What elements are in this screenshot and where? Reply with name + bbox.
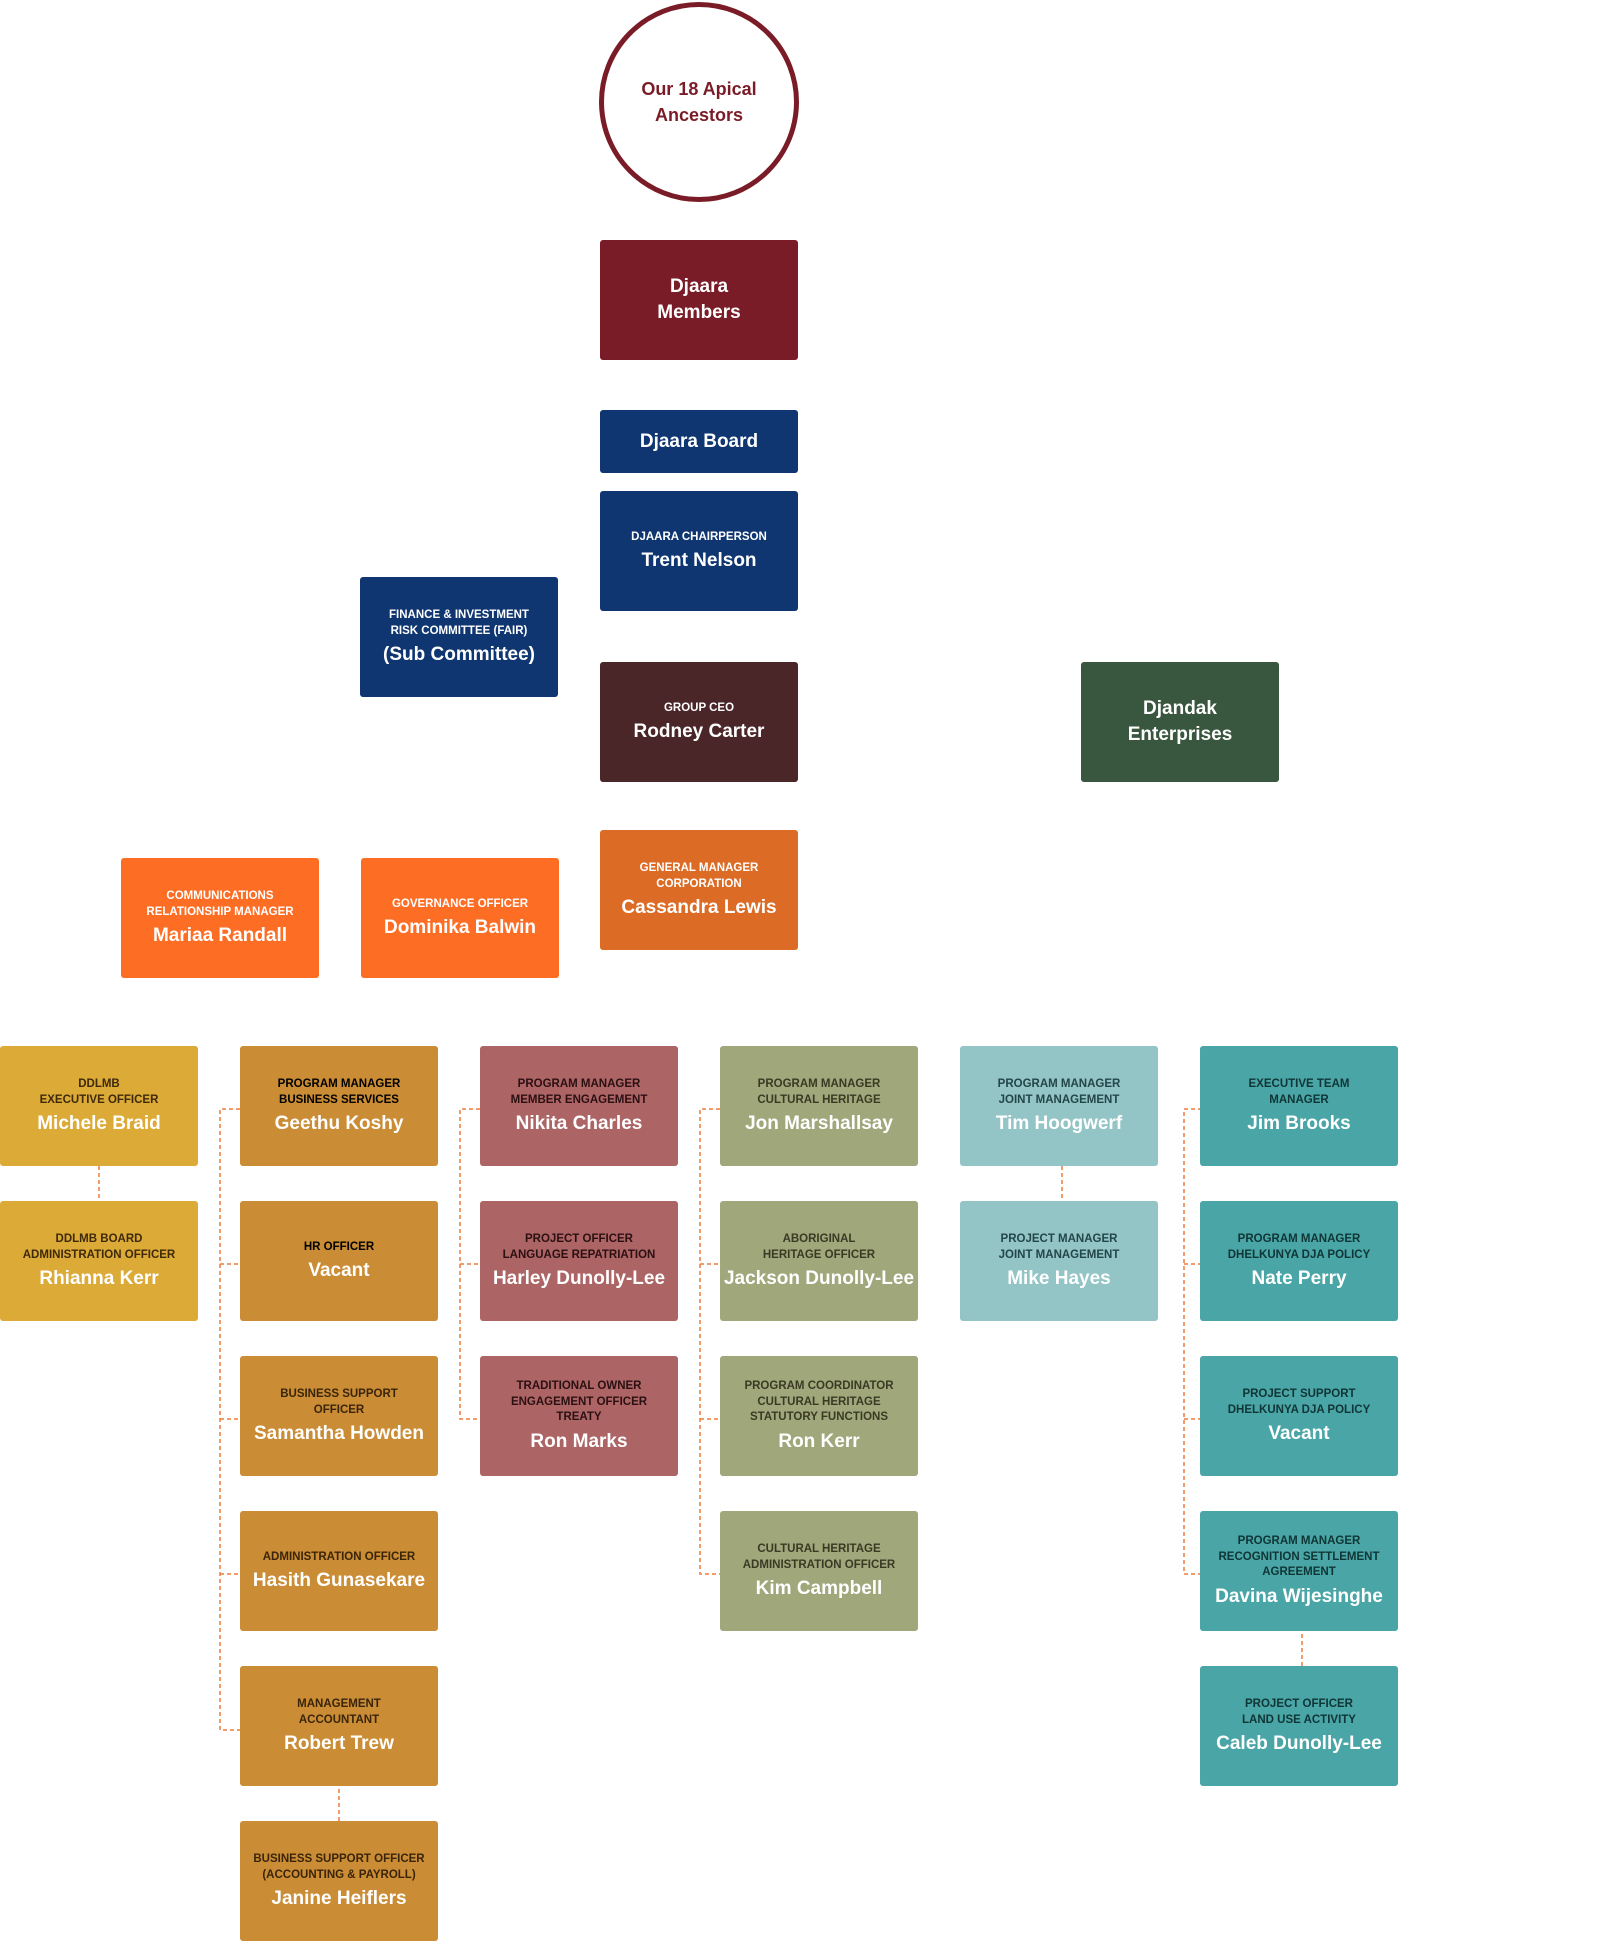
- role-title: PROGRAM MANAGER RECOGNITION SETTLEMENT A…: [1218, 1535, 1380, 1579]
- col4-node: PROGRAM MANAGER CULTURAL HERITAGE Jon Ma…: [720, 1046, 918, 1166]
- col2-node: MANAGEMENT ACCOUNTANT Robert Trew: [240, 1666, 438, 1786]
- person-name: Jackson Dunolly-Lee: [723, 1268, 915, 1289]
- role-title: BUSINESS SUPPORT OFFICER (ACCOUNTING & P…: [253, 1853, 425, 1881]
- person-name: Vacant: [308, 1260, 370, 1282]
- col2-node: ADMINISTRATION OFFICER Hasith Gunasekare: [240, 1511, 438, 1631]
- person-name: Hasith Gunasekare: [252, 1570, 426, 1592]
- person-name: Dominika Balwin: [383, 917, 537, 939]
- person-name: Robert Trew: [284, 1733, 394, 1754]
- col6-node: PROGRAM MANAGER RECOGNITION SETTLEMENT A…: [1200, 1511, 1398, 1631]
- col4-node: CULTURAL HERITAGE ADMINISTRATION OFFICER…: [720, 1511, 918, 1631]
- fair-committee-node: FINANCE & INVESTMENT RISK COMMITTEE (FAI…: [360, 577, 558, 697]
- col5-node: PROJECT MANAGER JOINT MANAGEMENT Mike Ha…: [960, 1201, 1158, 1321]
- person-name: Jon Marshallsay: [745, 1113, 893, 1134]
- person-name: Caleb Dunolly-Lee: [1216, 1733, 1382, 1754]
- role-title: DDLMB BOARD ADMINISTRATION OFFICER: [22, 1233, 176, 1261]
- role-title: FINANCE & INVESTMENT RISK COMMITTEE (FAI…: [389, 609, 529, 637]
- role-title: CULTURAL HERITAGE ADMINISTRATION OFFICER: [742, 1543, 896, 1571]
- role-title: GROUP CEO: [663, 701, 735, 714]
- role-title: MANAGEMENT ACCOUNTANT: [297, 1698, 381, 1726]
- role-title: PROGRAM MANAGER BUSINESS SERVICES: [277, 1078, 401, 1106]
- djaara-board-label: Djaara Board: [639, 430, 759, 452]
- role-title: PROJECT OFFICER LAND USE ACTIVITY: [1242, 1698, 1356, 1726]
- general-manager-node: GENERAL MANAGER CORPORATION Cassandra Le…: [600, 830, 798, 950]
- role-title: PROGRAM MANAGER JOINT MANAGEMENT: [997, 1078, 1121, 1106]
- communications-manager-node: COMMUNICATIONS RELATIONSHIP MANAGER Mari…: [121, 858, 319, 978]
- person-name: Jim Brooks: [1247, 1113, 1351, 1134]
- col6-node: PROJECT OFFICER LAND USE ACTIVITY Caleb …: [1200, 1666, 1398, 1786]
- apical-ancestors-label: Our 18 Apical Ancestors: [641, 79, 757, 125]
- col1-node: DDLMB BOARD ADMINISTRATION OFFICER Rhian…: [0, 1201, 198, 1321]
- person-name: Geethu Koshy: [274, 1113, 404, 1134]
- person-name: Michele Braid: [37, 1113, 161, 1134]
- role-title: COMMUNICATIONS RELATIONSHIP MANAGER: [146, 890, 294, 918]
- person-name: Ron Kerr: [778, 1430, 860, 1452]
- role-title: TRADITIONAL OWNER ENGAGEMENT OFFICER TRE…: [510, 1380, 648, 1424]
- role-title: GENERAL MANAGER CORPORATION: [639, 862, 759, 890]
- role-title: PROJECT SUPPORT DHELKUNYA DJA POLICY: [1227, 1388, 1371, 1416]
- person-name: Ron Marks: [530, 1430, 628, 1452]
- connector-col6: [1183, 1108, 1303, 1671]
- col4-node: PROGRAM COORDINATOR CULTURAL HERITAGE ST…: [720, 1356, 918, 1476]
- role-title: PROGRAM COORDINATOR CULTURAL HERITAGE ST…: [744, 1380, 894, 1424]
- col3-node: PROGRAM MANAGER MEMBER ENGAGEMENT Nikita…: [480, 1046, 678, 1166]
- person-name: Tim Hoogwerf: [995, 1113, 1123, 1134]
- role-title: GOVERNANCE OFFICER: [391, 897, 529, 910]
- col1-node: DDLMB EXECUTIVE OFFICER Michele Braid: [0, 1046, 198, 1166]
- governance-officer-node: GOVERNANCE OFFICER Dominika Balwin: [361, 858, 559, 978]
- role-title: ADMINISTRATION OFFICER: [262, 1550, 416, 1563]
- role-title: PROGRAM MANAGER MEMBER ENGAGEMENT: [510, 1078, 648, 1106]
- person-name: Vacant: [1268, 1423, 1330, 1444]
- role-title: EXECUTIVE TEAM MANAGER: [1248, 1078, 1350, 1106]
- person-name: Cassandra Lewis: [621, 897, 777, 918]
- col6-node: EXECUTIVE TEAM MANAGER Jim Brooks: [1200, 1046, 1398, 1166]
- person-name: Nikita Charles: [515, 1113, 643, 1134]
- djaara-board-node: Djaara Board: [600, 410, 798, 473]
- role-title: PROJECT MANAGER JOINT MANAGEMENT: [998, 1233, 1120, 1261]
- person-name: Harley Dunolly-Lee: [492, 1268, 666, 1289]
- role-title: HR OFFICER: [303, 1240, 375, 1253]
- col4-node: ABORIGINAL HERITAGE OFFICER Jackson Duno…: [720, 1201, 918, 1321]
- person-name: Rhianna Kerr: [39, 1268, 159, 1289]
- role-title: ABORIGINAL HERITAGE OFFICER: [762, 1233, 876, 1261]
- person-name: Trent Nelson: [641, 550, 757, 572]
- person-name: Janine Heiflers: [271, 1888, 407, 1909]
- col3-node: TRADITIONAL OWNER ENGAGEMENT OFFICER TRE…: [480, 1356, 678, 1476]
- connector-col3: [459, 1108, 480, 1420]
- col6-node: PROJECT SUPPORT DHELKUNYA DJA POLICY Vac…: [1200, 1356, 1398, 1476]
- connector-col2: [219, 1108, 340, 1826]
- role-title: PROGRAM MANAGER CULTURAL HERITAGE: [757, 1078, 881, 1106]
- djaara-members-node: Djaara Members: [600, 240, 798, 360]
- col2-node: BUSINESS SUPPORT OFFICER (ACCOUNTING & P…: [240, 1821, 438, 1941]
- group-ceo-node: GROUP CEO Rodney Carter: [600, 662, 798, 782]
- role-title: DDLMB EXECUTIVE OFFICER: [39, 1078, 159, 1106]
- person-name: (Sub Committee): [383, 644, 535, 665]
- chairperson-node: DJAARA CHAIRPERSON Trent Nelson: [600, 491, 798, 611]
- role-title: PROJECT OFFICER LANGUAGE REPATRIATION: [502, 1233, 656, 1261]
- col3-node: PROJECT OFFICER LANGUAGE REPATRIATION Ha…: [480, 1201, 678, 1321]
- col2-node: HR OFFICER Vacant: [240, 1201, 438, 1321]
- connector-col4: [699, 1108, 720, 1575]
- person-name: Kim Campbell: [755, 1578, 883, 1599]
- col5-node: PROGRAM MANAGER JOINT MANAGEMENT Tim Hoo…: [960, 1046, 1158, 1166]
- person-name: Davina Wijesinghe: [1215, 1585, 1383, 1607]
- djandak-enterprises-label: Djandak Enterprises: [1127, 698, 1233, 745]
- person-name: Mike Hayes: [1007, 1268, 1111, 1289]
- col2-node: BUSINESS SUPPORT OFFICER Samantha Howden: [240, 1356, 438, 1476]
- col2-node: PROGRAM MANAGER BUSINESS SERVICES Geethu…: [240, 1046, 438, 1166]
- role-title: BUSINESS SUPPORT OFFICER: [280, 1388, 398, 1416]
- person-name: Samantha Howden: [254, 1423, 424, 1444]
- person-name: Mariaa Randall: [152, 925, 288, 946]
- role-title: DJAARA CHAIRPERSON: [631, 530, 767, 543]
- djaara-members-label: Djaara Members: [657, 276, 741, 323]
- person-name: Rodney Carter: [633, 721, 765, 743]
- person-name: Nate Perry: [1251, 1268, 1347, 1289]
- col6-node: PROGRAM MANAGER DHELKUNYA DJA POLICY Nat…: [1200, 1201, 1398, 1321]
- apical-ancestors-node: Our 18 Apical Ancestors: [599, 2, 799, 202]
- djandak-enterprises-node: Djandak Enterprises: [1081, 662, 1279, 782]
- role-title: PROGRAM MANAGER DHELKUNYA DJA POLICY: [1227, 1233, 1371, 1261]
